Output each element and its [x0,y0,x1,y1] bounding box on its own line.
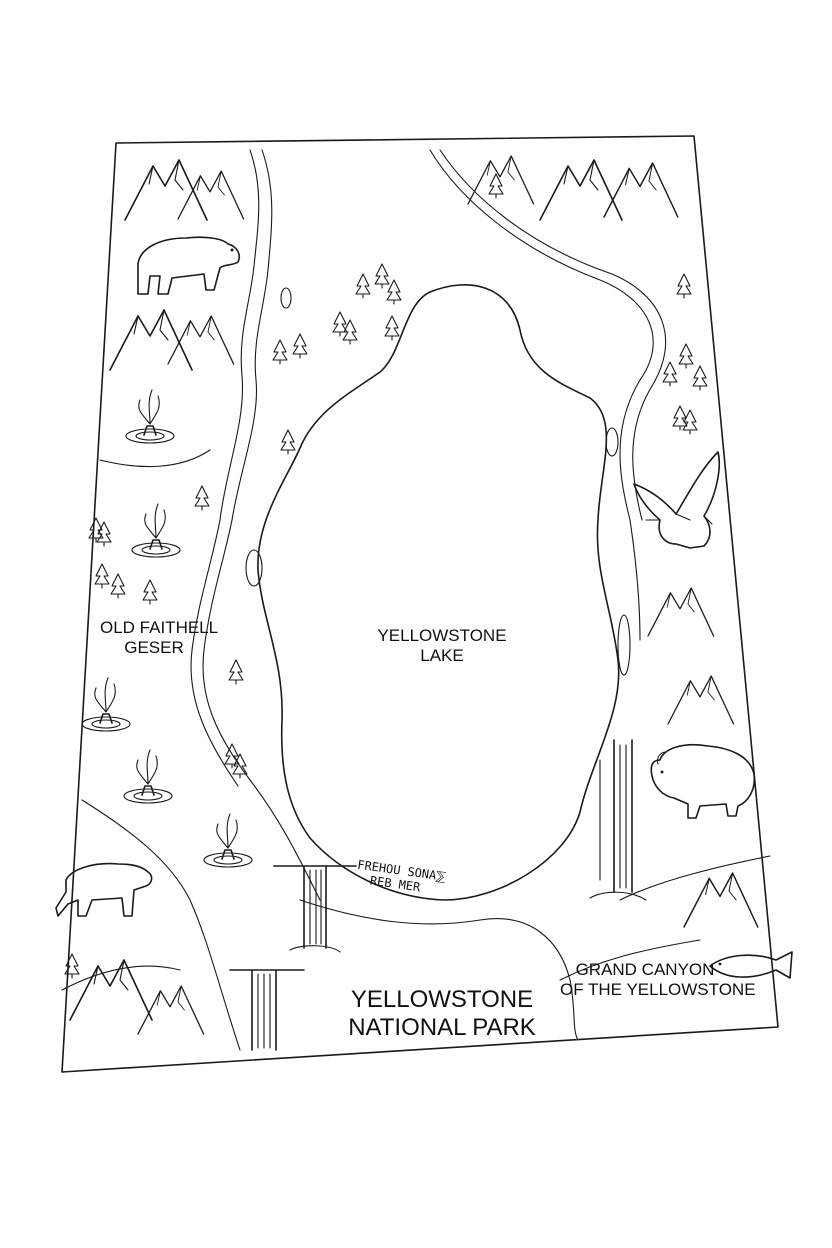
bear-icon [137,236,241,295]
mountain-icon [69,155,759,1035]
yellowstone-lake [257,284,620,901]
trout-icon [709,951,793,979]
waterfall-icon [229,739,647,1051]
wolf-icon [55,862,153,917]
eagle-icon [633,451,721,549]
grand-canyon-label: GRAND CANYON OF THE YELLOWSTONE [560,960,756,999]
bison-icon [650,744,756,819]
river-east [429,149,654,641]
river-south [299,899,579,1041]
lake-label: YELLOWSTONE LAKE [377,626,507,665]
park-title: YELLOWSTONE NATIONAL PARK [348,986,536,1041]
river-west [202,149,321,901]
map-border [61,135,779,1073]
old-faithful-label: OLD FAITHELL GESER [100,618,219,657]
